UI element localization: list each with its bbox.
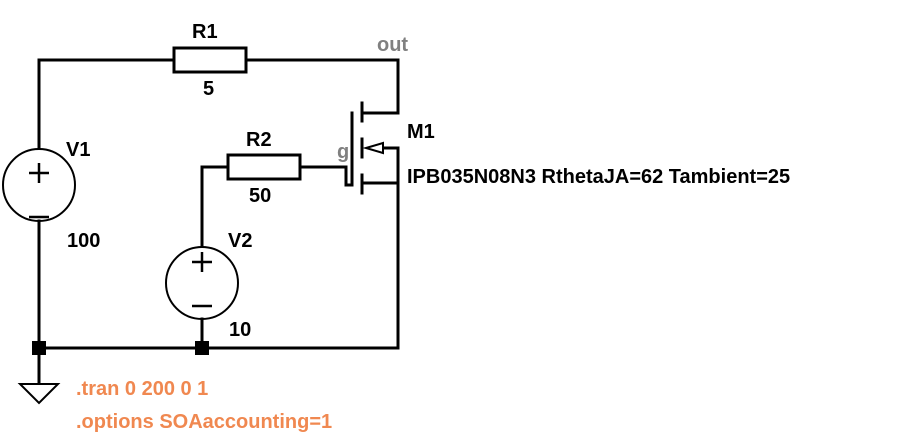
r1-name-label: R1 — [192, 21, 218, 43]
wire-top-right[interactable] — [244, 58, 400, 115]
r1-value-label: 5 — [203, 78, 215, 100]
m1-name-label: M1 — [407, 121, 435, 143]
voltage-source-v1[interactable] — [2, 148, 76, 222]
m1-value-label: IPB035N08N3 RthetaJA=62 Tambient=25 — [407, 166, 791, 188]
wire-top-left[interactable] — [37, 58, 176, 151]
v2-name-label: V2 — [228, 230, 253, 252]
junction-dot-ground — [32, 341, 46, 355]
mosfet-body-arrow-icon — [362, 141, 384, 155]
v2-value-label: 10 — [229, 319, 252, 341]
junction-dot-v2 — [195, 341, 209, 355]
v1-value-label: 100 — [67, 230, 101, 252]
wire-v2-to-r2[interactable] — [200, 165, 230, 249]
resistor-r1[interactable] — [172, 46, 248, 74]
r2-value-label: 50 — [249, 185, 272, 207]
spice-directive-tran[interactable]: .tran 0 200 0 1 — [76, 378, 209, 400]
r2-name-label: R2 — [246, 129, 272, 151]
mosfet-m1[interactable] — [350, 101, 400, 195]
net-label-out: out — [377, 34, 409, 56]
ground-icon — [17, 383, 61, 405]
spice-directive-options[interactable]: .options SOAaccounting=1 — [76, 411, 333, 433]
resistor-r2[interactable] — [226, 153, 302, 181]
net-label-g: g — [337, 141, 350, 163]
v1-name-label: V1 — [66, 139, 91, 161]
wire-gate[interactable] — [298, 165, 354, 187]
